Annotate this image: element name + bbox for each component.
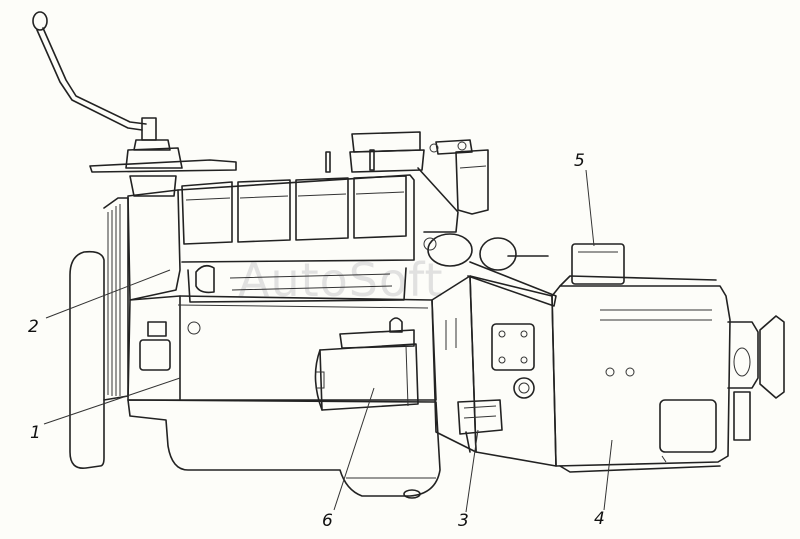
callout-4-label: 4 bbox=[594, 509, 605, 529]
clutch-housing bbox=[431, 275, 557, 467]
callout-6-label: 6 bbox=[322, 511, 333, 531]
engine-block bbox=[127, 174, 441, 499]
callout-5-label: 5 bbox=[574, 151, 585, 171]
pump-assembly bbox=[423, 233, 557, 307]
gear-shift-lever bbox=[32, 11, 237, 197]
starter-motor bbox=[314, 317, 419, 411]
fan-shroud bbox=[69, 197, 129, 469]
callout-3-label: 3 bbox=[458, 511, 469, 531]
callout-2-label: 2 bbox=[28, 317, 39, 337]
leader-lines bbox=[43, 169, 613, 513]
callout-1-label: 1 bbox=[30, 423, 41, 443]
fuel-filter bbox=[325, 131, 489, 233]
gearbox bbox=[551, 243, 785, 473]
